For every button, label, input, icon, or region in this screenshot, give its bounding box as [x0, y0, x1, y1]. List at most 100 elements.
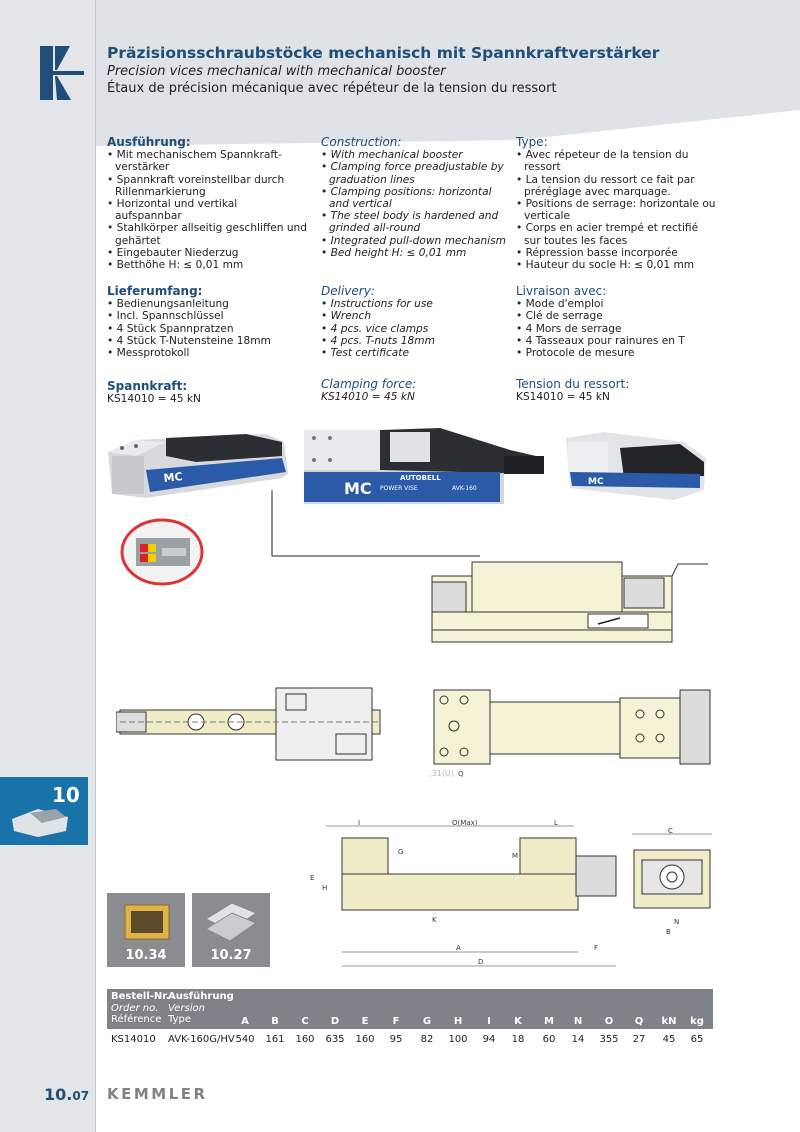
drawing-booster-section [116, 687, 381, 761]
dim-label: E [310, 874, 314, 882]
construction-heading-fr: Type: [516, 135, 548, 149]
list-item: Avec répeteur de la tension du ressort [516, 149, 716, 173]
brand-footer: KEMMLER [107, 1085, 208, 1103]
cell-version: AVK-160G/HV [168, 1034, 235, 1045]
brand-mark: MC [163, 470, 183, 485]
accessory-card[interactable]: 10.34 [107, 893, 185, 967]
list-item: Corps en acier trempé et rectifié sur to… [516, 222, 716, 246]
vise-thumbnail-icon [12, 809, 68, 837]
page-titles: Präzisionsschraubstöcke mechanisch mit S… [107, 44, 707, 96]
chapter-tab [0, 777, 88, 845]
construction-heading-en: Construction: [321, 135, 402, 149]
list-item: Spannkraft voreinstellbar durch Rillenma… [107, 174, 307, 198]
dim-label: N [674, 918, 679, 926]
left-margin-band [0, 0, 95, 1132]
cell-k: 18 [511, 1034, 525, 1045]
header-col-o: O [604, 1016, 614, 1027]
brand-mark: MC [344, 479, 372, 498]
list-item: The steel body is hardened and grinded a… [321, 210, 511, 234]
table-row: KS14010 AVK-160G/HV 540 161 160 635 160 95 82 1… [107, 1029, 713, 1051]
list-item: 4 pcs. vice clamps [321, 323, 511, 335]
cell-c: 160 [295, 1034, 315, 1045]
force-heading-en: Clamping force: [321, 377, 417, 391]
accessory-card[interactable]: 10.27 [192, 893, 270, 967]
delivery-heading-de: Lieferumfang: [107, 284, 203, 298]
header-col-h: H [453, 1016, 463, 1027]
drawing-dimensioned-side: I O(Max) L G M E H K A F D [310, 819, 617, 967]
list-item: Instructions for use [321, 298, 511, 310]
cell-kg: 65 [690, 1034, 704, 1045]
vise-photo-right: MC [566, 432, 706, 500]
list-item: La tension du ressort ce fait par prérég… [516, 174, 716, 198]
cell-f: 95 [389, 1034, 403, 1045]
header-col-kg: kg [690, 1016, 704, 1027]
dim-label: G [398, 848, 403, 856]
force-de: Spannkraft: KS14010 = 45 kN [107, 380, 307, 405]
list-item: Stahlkörper allseitig geschliffen und ge… [107, 222, 307, 246]
model-mark: AVK-160 [452, 485, 477, 492]
header-col-n: N [573, 1016, 583, 1027]
delivery-en: Delivery: Instructions for use Wrench 4 … [321, 285, 511, 359]
list-item: Horizontal und vertikal aufspannbar [107, 198, 307, 222]
header-col-a: A [241, 1016, 249, 1027]
force-heading-fr: Tension du ressort: [516, 377, 630, 391]
vise-photo-center: MC AUTOBELL POWER VISE AVK-160 [304, 428, 544, 504]
delivery-fr: Livraison avec: Mode d'emploi Clé de ser… [516, 285, 716, 359]
list-item: 4 Tasseaux pour rainures en T [516, 335, 716, 347]
header-col-c: C [301, 1016, 309, 1027]
dim-label: D [478, 958, 483, 966]
force-en: Clamping force: KS14010 = 45 kN [321, 378, 511, 403]
cell-n: 14 [571, 1034, 585, 1045]
list-item: Protocole de mesure [516, 347, 716, 359]
delivery-heading-en: Delivery: [321, 284, 375, 298]
force-value-de: KS14010 = 45 kN [107, 393, 201, 406]
construction-heading-de: Ausführung: [107, 135, 191, 149]
list-item: Bedienungsanleitung [107, 298, 307, 310]
cell-h: 100 [448, 1034, 468, 1045]
detail-callout [120, 490, 480, 586]
list-item: 4 pcs. T-nuts 18mm [321, 335, 511, 347]
cell-i: 94 [482, 1034, 496, 1045]
title-german: Präzisionsschraubstöcke mechanisch mit S… [107, 44, 660, 62]
header-col-k: K [514, 1016, 522, 1027]
accessory-ref: 10.27 [210, 948, 252, 963]
header-col-kn: kN [661, 1016, 677, 1027]
page-number: 10.07 [44, 1085, 90, 1104]
dim-label: B [666, 928, 671, 936]
list-item: Positions de serrage: horizontale ou ver… [516, 198, 716, 222]
list-item: 4 Stück Spannpratzen [107, 323, 307, 335]
list-item: Bed height H: ≤ 0,01 mm [321, 247, 511, 259]
cell-a: 540 [235, 1034, 255, 1045]
list-item: Incl. Spannschlüssel [107, 310, 307, 322]
vise-jaw-plates-icon [204, 902, 258, 942]
list-item: 4 Mors de serrage [516, 323, 716, 335]
cell-order-no: KS14010 [111, 1034, 156, 1045]
header-col-q: Q [634, 1016, 644, 1027]
dim-label: H [322, 884, 327, 892]
autobell-mark: AUTOBELL [400, 474, 441, 482]
header-col-i: I [487, 1016, 491, 1027]
force-heading-de: Spannkraft: [107, 379, 188, 393]
chapter-number: 10 [52, 783, 80, 807]
power-vise-mark: POWER VISE [380, 485, 418, 492]
construction-fr: Type: Avec répeteur de la tension du res… [516, 136, 716, 271]
list-item: Wrench [321, 310, 511, 322]
title-french: Étaux de précision mécanique avec répéte… [107, 81, 557, 96]
force-value-fr: KS14010 = 45 kN [516, 391, 610, 404]
table-header: Bestell-Nr. Order no. Référence Ausführu… [107, 989, 713, 1029]
cell-q: 27 [632, 1034, 646, 1045]
header-col-m: M [544, 1016, 554, 1027]
dim-label: K [432, 916, 437, 924]
cell-g: 82 [420, 1034, 434, 1045]
header-col-e: E [361, 1016, 369, 1027]
spec-table: Bestell-Nr. Order no. Référence Ausführu… [107, 989, 713, 1051]
cell-b: 161 [265, 1034, 285, 1045]
cell-d: 635 [325, 1034, 345, 1045]
list-item: Clamping force preadjustable by graduati… [321, 161, 511, 185]
vise-photo-left: MC [108, 434, 288, 498]
list-item: Clamping positions: horizontal and verti… [321, 186, 511, 210]
cell-e: 160 [355, 1034, 375, 1045]
dim-label: F [594, 944, 598, 952]
brand-mark: MC [588, 477, 604, 487]
construction-en: Construction: With mechanical booster Cl… [321, 136, 511, 259]
